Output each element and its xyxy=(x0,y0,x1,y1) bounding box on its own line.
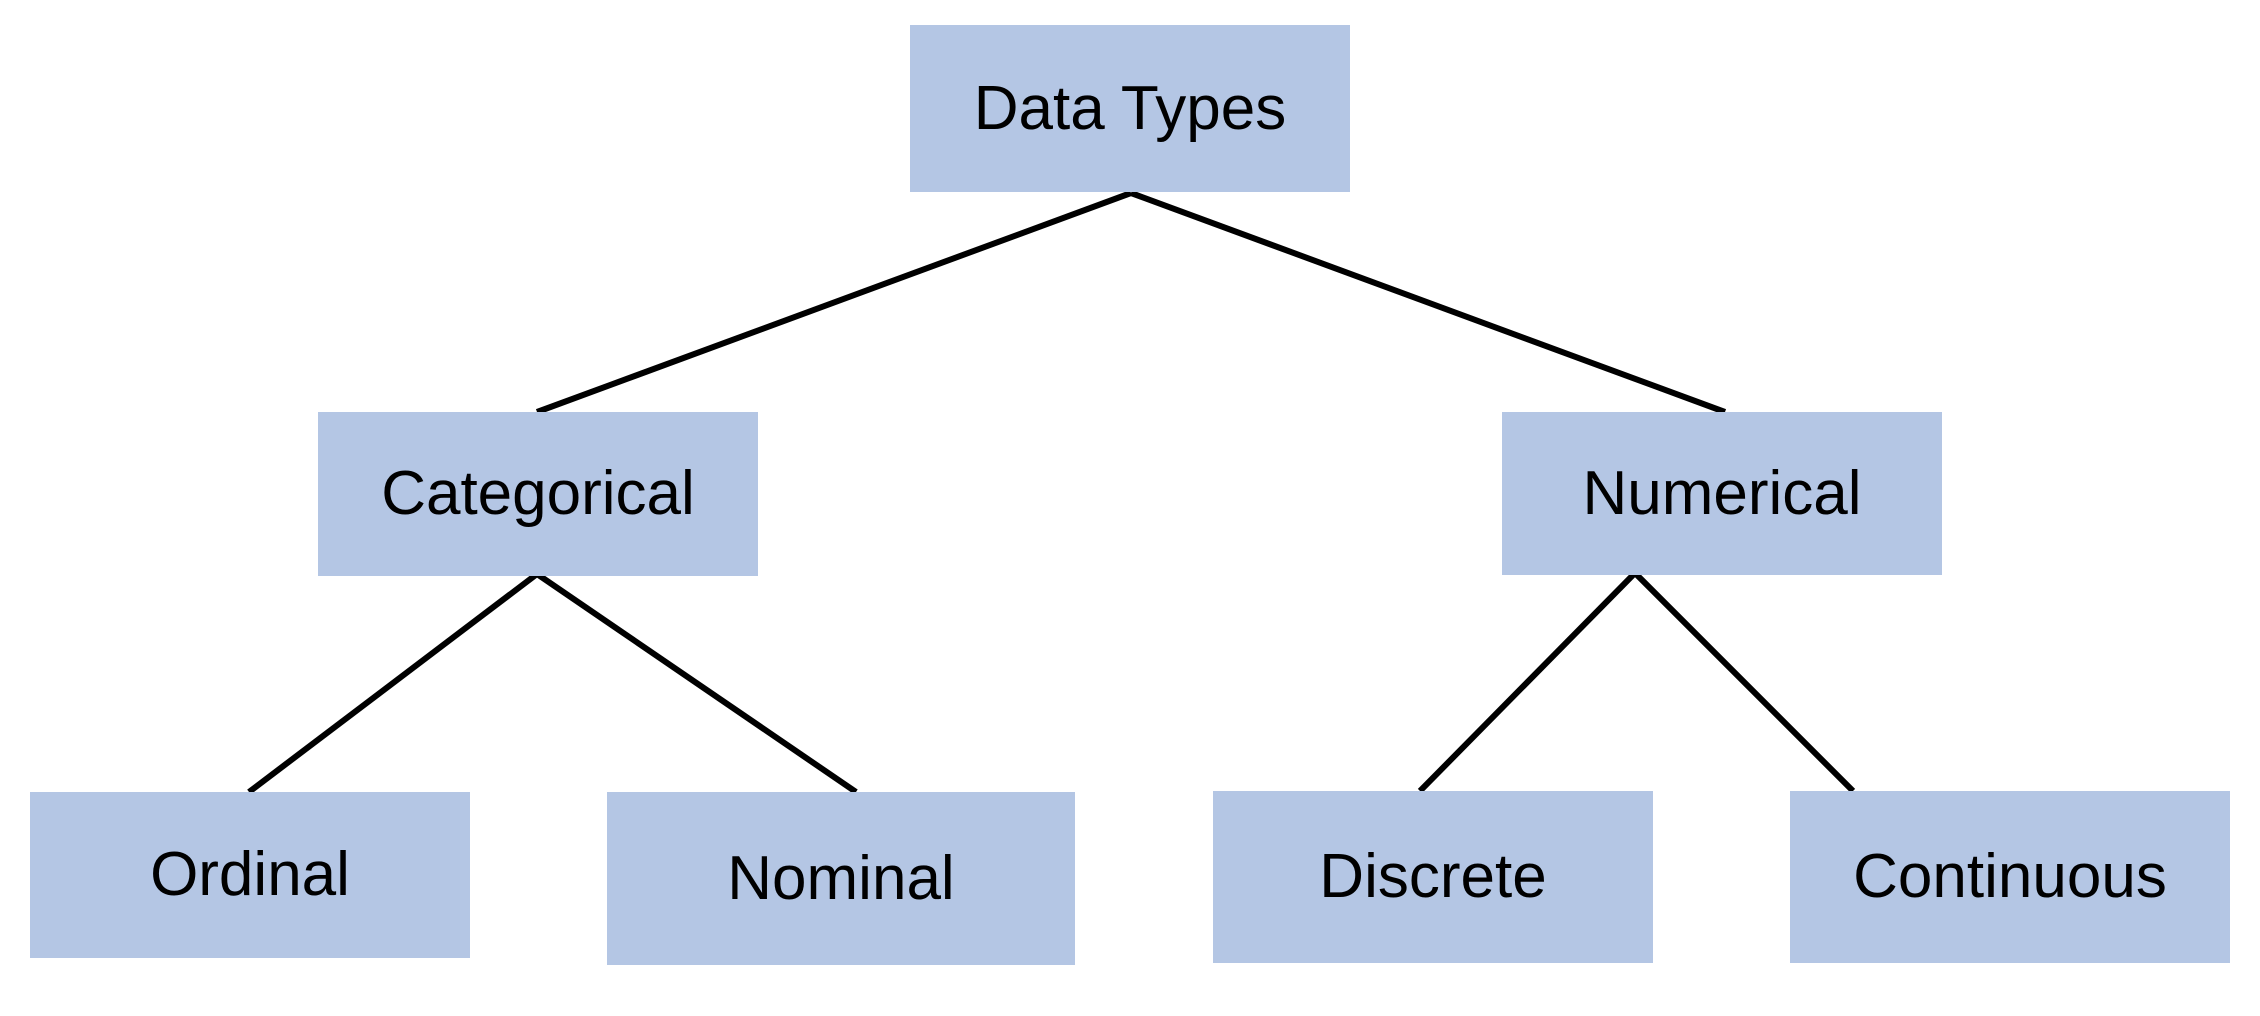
node-numerical[interactable]: Numerical xyxy=(1502,412,1942,575)
node-data-types[interactable]: Data Types xyxy=(910,25,1350,192)
node-continuous[interactable]: Continuous xyxy=(1790,791,2230,963)
node-label-ordinal: Ordinal xyxy=(150,840,350,909)
edge-numerical-to-discrete xyxy=(1417,570,1638,794)
node-label-discrete: Discrete xyxy=(1319,842,1547,911)
node-categorical[interactable]: Categorical xyxy=(318,412,758,576)
node-nominal[interactable]: Nominal xyxy=(607,792,1075,965)
edge-numerical-to-continuous xyxy=(1632,570,1856,794)
edge-categorical-to-nominal xyxy=(535,571,858,795)
edge-root-to-categorical xyxy=(535,190,1133,415)
node-discrete[interactable]: Discrete xyxy=(1213,791,1653,963)
node-label-continuous: Continuous xyxy=(1853,842,2167,911)
node-label-data-types: Data Types xyxy=(973,73,1287,143)
node-ordinal[interactable]: Ordinal xyxy=(30,792,470,958)
edge-categorical-to-ordinal xyxy=(247,571,539,795)
node-label-categorical: Categorical xyxy=(381,459,695,528)
node-label-numerical: Numerical xyxy=(1582,458,1862,528)
edge-root-to-numerical xyxy=(1129,190,1727,415)
node-label-nominal: Nominal xyxy=(727,843,955,913)
